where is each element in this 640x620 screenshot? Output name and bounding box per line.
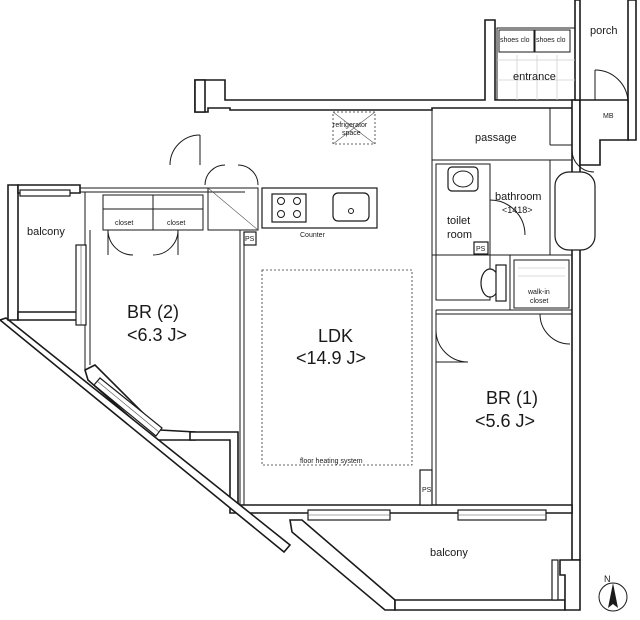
labels: porch shoes clo shoes clo entrance MB pa… <box>27 25 618 584</box>
floor-heating-label: floor heating system <box>300 458 363 465</box>
closets <box>102 194 570 309</box>
toilet-label-1: toilet <box>447 215 470 227</box>
passage-label: passage <box>475 132 517 144</box>
balcony-left-label: balcony <box>27 226 65 238</box>
ps-boxes <box>243 231 489 506</box>
ldk-size: <14.9 J> <box>296 348 366 368</box>
fixtures <box>271 166 596 302</box>
doors <box>107 69 629 363</box>
closet-label-1: closet <box>115 220 133 227</box>
br2-size: <6.3 J> <box>127 325 187 345</box>
shoes-closet-label-2: shoes clo <box>536 37 566 44</box>
toilet-label-2: room <box>447 229 472 241</box>
mb-label: MB <box>603 113 614 120</box>
br1-size: <5.6 J> <box>475 411 535 431</box>
entrance-label: entrance <box>513 71 556 83</box>
porch-label: porch <box>590 25 618 37</box>
br1-name: BR (1) <box>486 388 538 408</box>
windows <box>19 189 559 601</box>
bathroom-size: <1418> <box>502 205 533 215</box>
entrance-tiles <box>497 29 575 100</box>
shoes-closet-label-1: shoes clo <box>500 37 530 44</box>
ldk-name: LDK <box>318 326 353 346</box>
north-label: N <box>604 574 611 584</box>
refrigerator-label-2: space <box>342 130 361 137</box>
ps-label-3: PS <box>422 487 432 494</box>
closet-label-2: closet <box>167 220 185 227</box>
refrigerator-label: refrigerator <box>333 122 368 129</box>
ps-label-1: PS <box>245 236 255 243</box>
north-arrow <box>598 582 628 612</box>
walkin-label-1: walk-in <box>527 289 550 296</box>
br2-name: BR (2) <box>127 302 179 322</box>
bathroom-label: bathroom <box>495 191 541 203</box>
ps-label-2: PS <box>476 246 486 253</box>
counter-label: Counter <box>300 232 326 239</box>
walkin-label-2: closet <box>530 298 548 305</box>
balcony-bottom-label: balcony <box>430 547 468 559</box>
